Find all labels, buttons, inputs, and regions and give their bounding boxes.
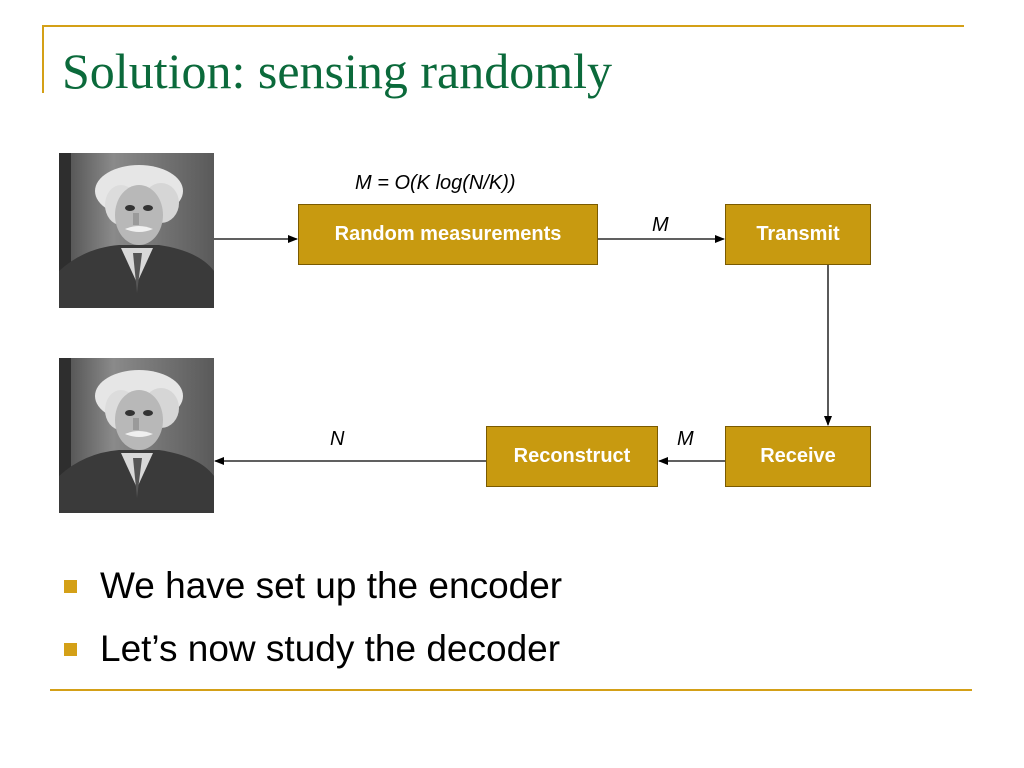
bullet-item: Let’s now study the decoder xyxy=(64,628,560,670)
top-border-line xyxy=(42,25,964,27)
random-measurements-box: Random measurements xyxy=(298,204,598,265)
edge-label-m-transmit: M xyxy=(652,214,669,236)
bullet-square-icon xyxy=(64,579,77,593)
bullet-text: Let’s now study the decoder xyxy=(100,628,561,669)
edge-label-m-receive: M xyxy=(677,428,694,450)
slide-title: Solution: sensing randomly xyxy=(62,43,612,99)
bullet-text: We have set up the encoder xyxy=(100,565,563,606)
bullet-square-icon xyxy=(64,642,77,656)
bullet-item: We have set up the encoder xyxy=(64,565,562,607)
receive-box: Receive xyxy=(725,426,871,487)
transmit-box: Transmit xyxy=(725,204,871,265)
original-portrait-image xyxy=(59,153,214,308)
measurement-count-formula: M = O(K log(N/K)) xyxy=(355,172,516,194)
left-border-line xyxy=(42,25,44,93)
bottom-border-line xyxy=(50,689,972,691)
reconstruct-box: Reconstruct xyxy=(486,426,658,487)
edge-label-n-output: N xyxy=(330,428,345,450)
reconstructed-portrait-image xyxy=(59,358,214,513)
